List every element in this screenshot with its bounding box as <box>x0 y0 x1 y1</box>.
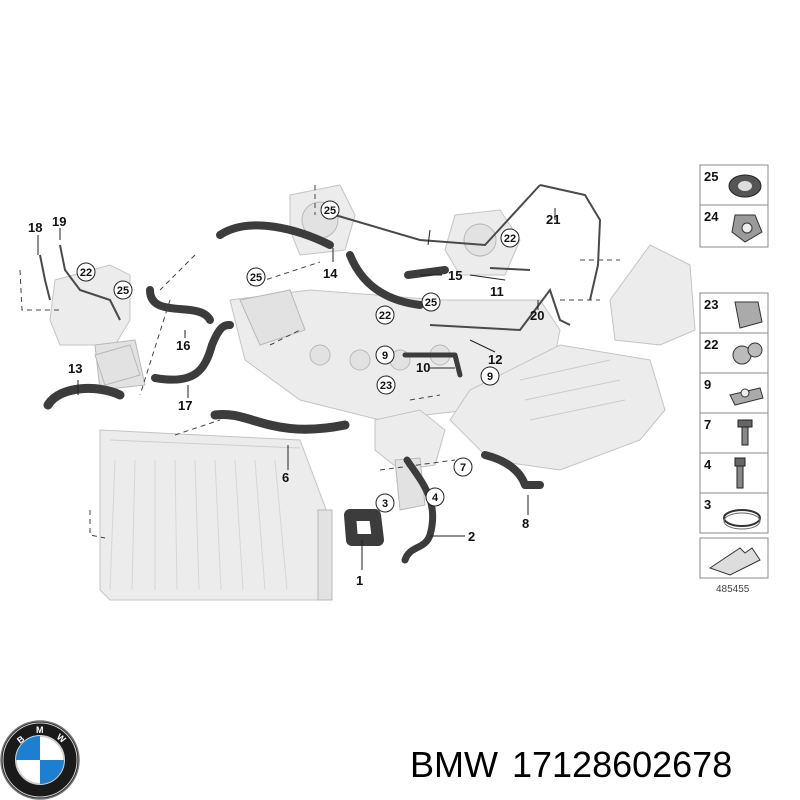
svg-text:23: 23 <box>704 297 718 312</box>
legend-item-4: 4 <box>699 452 769 494</box>
callout-2: 2 <box>468 529 475 544</box>
circled-callout-7: 7 <box>453 457 473 477</box>
circled-callout-25-d: 25 <box>421 292 441 312</box>
legend-item-3: 3 <box>699 492 769 534</box>
circled-callout-3: 3 <box>375 493 395 513</box>
svg-text:25: 25 <box>117 285 129 297</box>
svg-text:22: 22 <box>504 233 516 245</box>
callout-13: 14 <box>323 266 338 281</box>
hoses <box>39 184 602 564</box>
callout-14: 15 <box>448 268 462 283</box>
part-number-caption: BMW 17128602678 <box>410 740 795 790</box>
svg-text:9: 9 <box>382 350 388 362</box>
figure-number: 485455 <box>716 584 750 595</box>
circled-callout-25-a: 25 <box>113 280 133 300</box>
svg-text:23: 23 <box>380 380 392 392</box>
circled-callout-24: 22 <box>375 305 395 325</box>
legend-item-23: 23 <box>699 292 769 334</box>
circled-callout-4: 4 <box>425 487 445 507</box>
brand-name: BMW <box>410 744 498 785</box>
circled-callout-22-a: 22 <box>76 262 96 282</box>
svg-text:B: B <box>15 733 27 745</box>
svg-text:M: M <box>36 725 44 735</box>
svg-text:3: 3 <box>704 497 711 512</box>
callout-10: 11 <box>490 284 504 299</box>
circled-callout-9-b: 9 <box>480 366 500 386</box>
part-number: 17128602678 <box>511 744 733 785</box>
callout-1: 1 <box>356 573 363 588</box>
svg-text:25: 25 <box>250 272 262 284</box>
circled-callouts: 3 4 7 9 9 22 22 23 <box>76 200 520 513</box>
circled-callout-25-b: 25 <box>246 267 266 287</box>
callout-17: 18 <box>28 220 42 235</box>
plain-callouts: 1 2 6 8 10 11 12 13 14 15 16 17 18 19 20… <box>28 212 560 588</box>
svg-text:3: 3 <box>382 498 388 510</box>
svg-text:9: 9 <box>704 377 711 392</box>
svg-text:7: 7 <box>704 417 711 432</box>
svg-text:24: 24 <box>704 209 719 224</box>
legend-item-25: 25 <box>699 164 769 206</box>
svg-text:22: 22 <box>379 310 391 322</box>
svg-text:4: 4 <box>704 457 712 472</box>
legend-item-22: 22 <box>699 332 769 374</box>
svg-text:25: 25 <box>324 205 336 217</box>
svg-text:22: 22 <box>80 267 92 279</box>
callout-6: 8 <box>522 516 529 531</box>
cylinder-head-right <box>449 344 666 471</box>
callout-5: 6 <box>282 470 289 485</box>
callout-11: 12 <box>488 352 502 367</box>
legend-item-9: 9 <box>699 372 769 414</box>
svg-text:25: 25 <box>425 297 437 309</box>
svg-text:22: 22 <box>704 337 718 352</box>
bmw-logo: B M W <box>0 720 80 800</box>
intercooler-right <box>609 244 696 346</box>
legend-item-24: 24 <box>699 204 769 248</box>
legend-item-7: 7 <box>699 412 769 454</box>
circled-callout-25-c: 25 <box>320 200 340 220</box>
callout-12: 13 <box>68 361 82 376</box>
callout-20: 21 <box>546 212 560 227</box>
callout-15: 16 <box>176 338 190 353</box>
legend: 25 24 23 22 9 7 <box>699 164 769 595</box>
circled-callout-9-a: 9 <box>375 345 395 365</box>
leader-lines <box>37 208 556 570</box>
svg-text:9: 9 <box>487 371 493 383</box>
svg-text:4: 4 <box>432 492 439 504</box>
circled-callout-23: 23 <box>376 375 396 395</box>
callout-18: 19 <box>52 214 66 229</box>
callout-8: 10 <box>416 360 430 375</box>
circled-callout-22-b: 22 <box>500 228 520 248</box>
svg-text:25: 25 <box>704 169 718 184</box>
radiator <box>99 429 333 601</box>
legend-direction-arrow <box>699 537 769 579</box>
callout-16: 17 <box>178 398 192 413</box>
callout-19: 20 <box>530 308 544 323</box>
svg-text:7: 7 <box>460 462 466 474</box>
